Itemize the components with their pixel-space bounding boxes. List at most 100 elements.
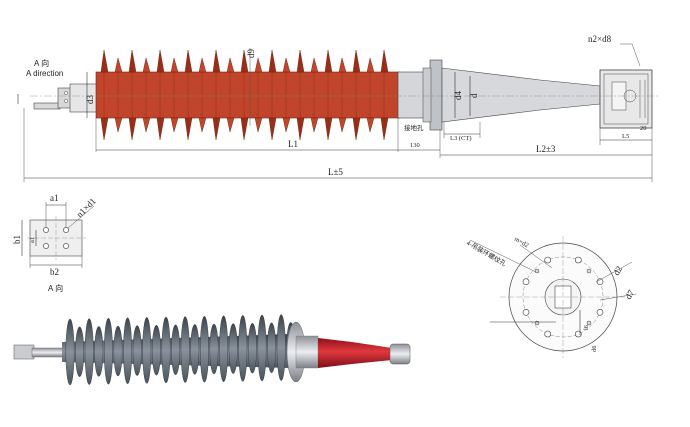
shed-bottom — [282, 117, 291, 133]
bolt-hole — [522, 278, 530, 286]
shed-bottom — [142, 117, 151, 133]
shed-top — [324, 49, 333, 73]
a-view-drawing: a1 n1×d1 b1 a1 b2 A 向 — [12, 193, 98, 293]
shed-bottom — [114, 117, 123, 133]
shed-bottom — [128, 117, 137, 141]
a-view-b1: b1 — [12, 235, 22, 244]
a-view-b2: b2 — [50, 267, 59, 277]
photo-shed — [228, 323, 238, 374]
shed-bottom — [324, 117, 333, 141]
shed-bottom — [268, 117, 277, 141]
flange-hole-label: 4-吊装环螺纹孔 — [465, 238, 508, 268]
photo-shed — [75, 326, 85, 377]
dim-L: L±5 — [328, 167, 343, 177]
shed-top — [338, 57, 347, 73]
photo-shed — [123, 317, 133, 384]
photo-shed — [238, 315, 248, 382]
shed-bottom — [212, 117, 221, 141]
photo-shed — [132, 325, 142, 376]
flange-m-d2: m×d2 — [513, 236, 530, 250]
ct-label: 接地孔 — [404, 123, 424, 132]
dim-130: 130 — [410, 142, 420, 149]
shed-bottom — [100, 117, 109, 141]
lifting-hole — [534, 268, 540, 274]
top-elevation-drawing: A 向 A direction d9 d3 d4 d n2×d8 L1 130 … — [17, 34, 660, 182]
photo-shed — [171, 324, 181, 375]
dim-L5: L5 — [622, 133, 629, 140]
dim-L3: L3 (CT) — [450, 135, 471, 142]
shed-bottom — [240, 117, 249, 141]
dim-d3: d3 — [85, 95, 95, 105]
flange-bolt-holes — [522, 256, 604, 338]
photo-shed — [161, 316, 171, 384]
direction-label-cn: A 向 — [34, 58, 49, 68]
shed-bottom — [226, 117, 235, 133]
photo-shed — [267, 322, 276, 373]
flange-d6: d6 — [591, 345, 598, 352]
photo-shed — [84, 318, 94, 385]
shed-top — [156, 49, 165, 73]
photo-shed — [247, 323, 257, 374]
shed-bottom — [366, 117, 375, 133]
a-view-n1d1: n1×d1 — [74, 196, 97, 219]
cable-terminal-box — [599, 69, 653, 129]
shed-bottom — [296, 117, 305, 141]
dim-20: 20 — [640, 125, 647, 132]
photo-shed — [113, 325, 123, 377]
shed-top — [128, 49, 137, 73]
shed-top — [366, 57, 375, 73]
flange-section-view: 4-吊装环螺纹孔 m×d2 d2 d7 l6 d6 — [465, 236, 636, 358]
photo-shed — [209, 323, 219, 375]
shed-top — [212, 49, 221, 73]
shed-bottom — [352, 117, 361, 141]
shed-bottom — [254, 117, 263, 133]
lifting-hole — [534, 320, 540, 326]
photo-shed — [180, 316, 190, 383]
dim-d9: d9 — [246, 49, 256, 59]
shed-top — [114, 57, 123, 73]
bolt-hole — [574, 330, 582, 338]
flange-d7: d7 — [623, 288, 636, 301]
shed-top — [142, 57, 151, 73]
bolt-hole — [544, 330, 552, 338]
dim-n2d8: n2×d8 — [588, 34, 612, 44]
shed-top — [254, 57, 263, 73]
photo-shed — [65, 318, 75, 386]
bolt-hole — [522, 308, 530, 316]
direction-label-en: A direction — [26, 69, 63, 78]
shed-top — [282, 57, 291, 73]
lifting-hole — [586, 320, 592, 326]
shed-top — [198, 57, 207, 73]
photo-end-cap — [389, 343, 411, 365]
a-view-a1-side: a1 — [29, 237, 36, 243]
dim-d: d — [469, 93, 479, 98]
photo-shed — [276, 314, 286, 381]
dim-d4: d4 — [453, 91, 463, 101]
end-fitting-left — [17, 83, 99, 113]
photo-shed — [219, 315, 229, 382]
dim-L1: L1 — [288, 139, 298, 149]
photo-shed — [104, 318, 113, 385]
lifting-hole — [586, 268, 592, 274]
stress-cone-tail — [441, 67, 601, 123]
shed-top — [226, 57, 235, 73]
shed-top — [170, 57, 179, 73]
shed-top — [268, 49, 277, 73]
shed-bottom — [198, 117, 207, 133]
photo-shed — [94, 326, 104, 377]
shed-bottom — [338, 117, 347, 133]
flange-plate — [429, 59, 443, 131]
bolt-hole — [544, 256, 552, 264]
a-view-caption: A 向 — [48, 283, 63, 293]
insulator-sheds — [100, 49, 389, 141]
bolt-hole — [596, 308, 604, 316]
shed-top — [380, 49, 389, 73]
shed-top — [100, 49, 109, 73]
a-view-a1: a1 — [50, 193, 59, 203]
dim-L2: L2±3 — [536, 144, 556, 154]
photo-shed — [190, 324, 200, 375]
insulator-photo-render — [13, 314, 411, 386]
photo-stress-cone — [318, 338, 392, 368]
bolt-hole — [574, 256, 582, 264]
